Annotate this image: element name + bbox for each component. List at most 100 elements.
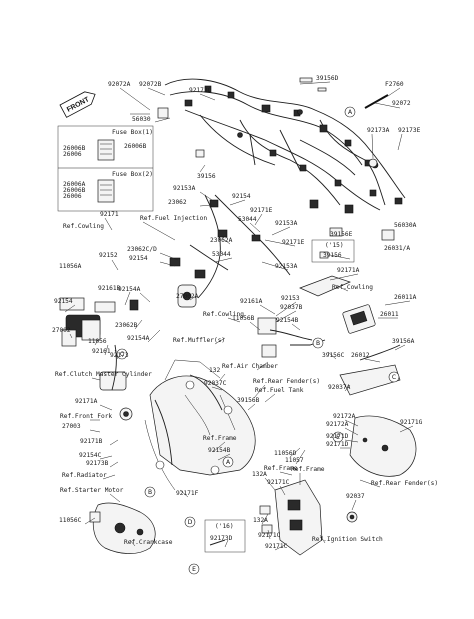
part-label: 92153 <box>281 295 300 302</box>
leader-line <box>64 304 76 313</box>
part-label: 92153A <box>275 220 298 227</box>
part-label: Ref.Cowling <box>203 311 244 318</box>
leader-line <box>104 344 109 356</box>
callout-E-right: E <box>332 431 344 443</box>
part-label: 132A <box>252 471 267 478</box>
leader-line <box>334 284 349 292</box>
part-label: 92172A <box>326 421 349 428</box>
leader-line <box>264 239 296 247</box>
leader-line <box>261 513 269 525</box>
part-label: Ref.Cowling <box>332 284 373 291</box>
leader-line <box>399 425 414 433</box>
leader-line <box>142 221 176 241</box>
leader-line <box>327 351 337 360</box>
leader-line <box>99 455 113 460</box>
leader-line <box>219 373 226 381</box>
leader-line <box>212 441 226 453</box>
leader-line <box>134 319 143 330</box>
leader-line <box>344 427 359 436</box>
part-label: 39156 <box>197 173 216 180</box>
part-label: 92173 <box>110 352 129 359</box>
part-label: 92154B <box>208 447 231 454</box>
leader-line <box>69 333 73 339</box>
callout-A-bottom: A <box>222 456 234 468</box>
part-label: 92154 <box>232 193 251 200</box>
part-label: 56030A <box>394 222 417 229</box>
leader-line <box>109 439 119 446</box>
part-label: 92072 <box>392 100 411 107</box>
leader-line <box>214 337 226 345</box>
leader-line <box>253 384 266 399</box>
part-label: Ref.Cowling <box>63 223 104 230</box>
part-label: Ref.Muffler(s) <box>173 337 225 344</box>
part-label: Ref.Rear Fender(s) <box>253 378 320 385</box>
leader-line <box>264 477 276 491</box>
part-label: 92173E <box>398 127 421 134</box>
leader-line <box>99 404 113 411</box>
leader-line <box>199 93 216 101</box>
leader-line <box>179 489 189 498</box>
fuse-box-1-title: Fuse Box(1) <box>112 129 153 136</box>
part-label: Ref.Frame <box>291 466 325 473</box>
part-label: 92161 <box>92 348 111 355</box>
leader-line <box>299 81 331 85</box>
leader-line <box>371 133 374 159</box>
leader-line <box>91 377 101 381</box>
leader-line <box>374 102 401 109</box>
leader-line <box>359 479 381 488</box>
fuse-box-2-title: Fuse Box(2) <box>112 171 153 178</box>
part-label: 92171E <box>282 239 305 246</box>
part-label: 92154A <box>118 286 141 293</box>
leader-line <box>397 133 403 151</box>
part-label: 27003 <box>62 423 81 430</box>
part-label: 26012 <box>351 352 370 359</box>
part-label: Ref.Clutch Master Cylinder <box>55 371 152 378</box>
svg-text:B: B <box>148 489 152 496</box>
part-label: 132A <box>253 517 268 524</box>
leader-line <box>84 517 96 525</box>
leader-line <box>279 485 286 496</box>
year-note-15-text: ('15) <box>325 242 344 249</box>
part-label: 92171A <box>75 398 98 405</box>
leader-line <box>154 117 171 123</box>
part-label: 92152 <box>99 252 118 259</box>
leader-line <box>295 449 306 465</box>
year-note-15: ('15) <box>311 239 355 263</box>
leader-line <box>271 226 291 236</box>
leader-line <box>189 295 197 301</box>
leader-line <box>224 539 229 548</box>
part-label: 26006 <box>63 193 82 200</box>
part-label: Ref.Rear Fender(s) <box>371 480 438 487</box>
part-label: 39156A <box>392 338 415 345</box>
part-label: 92171F <box>176 490 199 497</box>
right-ecu-group <box>257 275 417 477</box>
part-label: 11056 <box>88 338 107 345</box>
svg-text:C: C <box>392 374 396 381</box>
leader-line <box>221 237 231 245</box>
part-label: 39156C <box>322 352 345 359</box>
part-label: 92072B <box>139 81 162 88</box>
bottom-left-engine-group <box>89 502 156 554</box>
front-direction-badge: FRONT <box>59 91 96 118</box>
callout-B-bottom: B <box>144 486 156 498</box>
part-label: 39156B <box>237 397 260 404</box>
part-label: 27002 <box>52 327 71 334</box>
part-label: 11056B <box>232 315 255 322</box>
leader-line <box>119 87 151 111</box>
part-label: 92154 <box>54 298 73 305</box>
part-label: 92037 <box>346 493 365 500</box>
leader-line <box>344 439 359 443</box>
leader-line <box>364 358 381 363</box>
part-label: 92171C <box>265 543 288 550</box>
part-label: 11056D <box>274 450 297 457</box>
svg-text:A: A <box>226 459 231 466</box>
part-label: 92037C <box>204 380 227 387</box>
leader-line <box>217 453 231 461</box>
callout-B-mid: B <box>312 337 324 349</box>
part-label: 26011 <box>380 311 399 318</box>
leader-line <box>124 291 131 306</box>
part-label: Ref.Fuel Injection <box>140 215 207 222</box>
leader-line <box>229 199 246 206</box>
leader-line <box>214 257 233 263</box>
